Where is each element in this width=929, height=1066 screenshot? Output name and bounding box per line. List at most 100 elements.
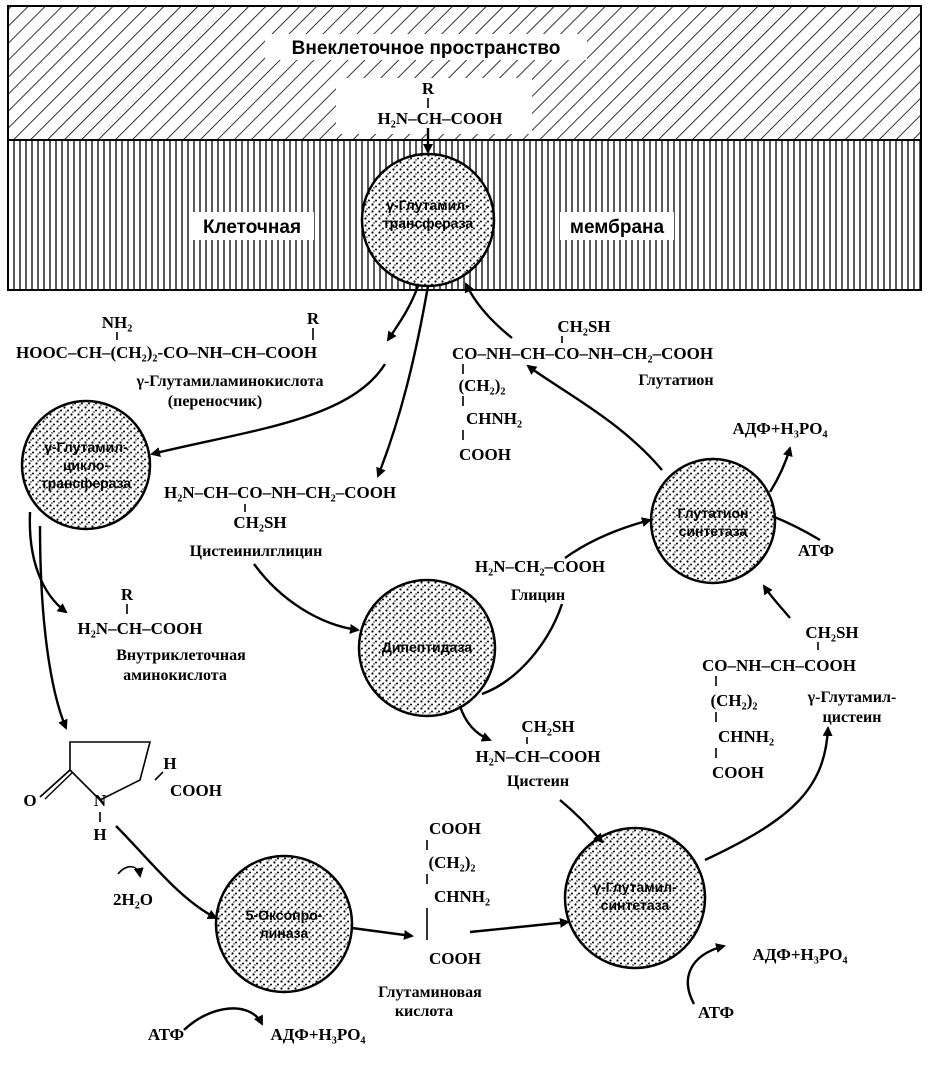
reaction-arrows [28,128,833,1031]
compound-5-oxoproline: O N H H COOH [23,741,222,844]
gsh-chain1: (CH₂)₂ [458,376,505,395]
atp-1: АТФ [798,541,834,560]
compound-cysteine: CH₂SH H₂N–CH–COOH Цистеин [475,717,600,790]
arrow-gsh-synthetase-to-glutathione [526,364,663,471]
atp-3: АТФ [148,1025,184,1044]
cysgly-formula: H₂N–CH–CO–NH–CH₂–COOH [164,483,396,502]
outside-aa-formula: H₂N–CH–COOH [377,109,502,128]
arrow-gg-aa-to-cyclotransferase [150,363,387,457]
enzyme-label-line: Глутатион [677,505,748,521]
ggcys-side: CH₂SH [805,623,858,642]
gsh-name: Глутатион [638,372,713,389]
ggcys-chain3: COOH [712,763,764,782]
adp-3: АДФ+H₃PO₄ [270,1025,365,1044]
oxo-cooh: COOH [170,781,222,800]
oxo-n: N [94,791,107,810]
gg-aa-name-2: (переносчик) [168,393,262,410]
ggcys-name: γ-Глутамил- [807,689,897,706]
enzyme-gamma-glutamyl-cyclotransferase: γ-Глутамил- цикло- трансфераза [20,399,152,531]
arrow-glycine-to-gsh-synthetase [564,517,652,559]
glycine-name: Глицин [511,587,565,604]
compound-intracellular-amino-acid: R H₂N–CH–COOH Внутриклеточная аминокисло… [77,585,246,684]
r-group: R [307,309,320,328]
ggcys-chain2: CHNH₂ [718,727,774,746]
water: 2H₂O [113,890,153,909]
oxo-h-bottom: H [93,825,106,844]
cysteine-side: CH₂SH [521,717,574,736]
enzyme-label-line: γ-Глутамил- [593,879,677,895]
enzyme-label-line: цикло- [63,457,110,473]
arrow-gsh-synthetase-adp [768,446,793,493]
intra-aa-name-2: аминокислота [123,667,227,684]
glu-line3: CHNH₂ [434,887,490,906]
arrow-atp-adp-oxoprolinase [183,1007,264,1031]
enzyme-glutathione-synthetase: Глутатион синтетаза [649,457,777,585]
cysteine-name: Цистеин [507,773,569,790]
arrow-cysgly-to-dipeptidase [253,563,360,634]
glu-name: Глутаминовая [378,984,482,1001]
arrow-glutathione-to-transferase [464,282,513,339]
extracellular-label: Внеклеточное пространство [292,38,561,59]
membrane-label-right: мембрана [570,217,665,238]
cysteine-formula: H₂N–CH–COOH [475,747,600,766]
ggcys-chain1: (CH₂)₂ [710,691,757,710]
arrow-oxoproline-to-oxoprolinase [115,825,218,920]
compound-glutamic-acid: COOH (CH₂)₂ CHNH₂ COOH Глутаминовая кисл… [378,819,490,1020]
arrow-atp-adp-ggcys [686,943,726,1005]
compound-cysteinylglycine: H₂N–CH–CO–NH–CH₂–COOH CH₂SH Цистеинилгли… [164,483,396,560]
nh2-group: NH₂ [102,313,133,332]
adp-1: АДФ+H₃PO₄ [732,419,827,438]
enzyme-gamma-glutamylcysteine-synthetase: γ-Глутамил- синтетаза [563,826,707,970]
cysgly-side: CH₂SH [233,513,286,532]
arrow-cyclotransferase-to-oxoproline [38,525,68,730]
intra-aa-formula: H₂N–CH–COOH [77,619,202,638]
atp-2: АТФ [698,1003,734,1022]
cysgly-name: Цистеинилглицин [190,543,323,560]
enzyme-label-line: трансфераза [383,215,474,231]
gg-aa-formula: HOOC–CH–(CH₂)₂-CO–NH–CH–COOH [16,343,317,362]
arrow-transferase-to-gg-aa [386,285,420,342]
arrow-ggcys-synthetase-to-ggcys [704,726,833,862]
enzyme-gamma-glutamyl-transferase: γ-Глутамил- трансфераза [360,152,496,288]
enzyme-label-line: синтетаза [679,523,748,539]
enzyme-dipeptidase: Дипептидаза [357,578,497,718]
membrane-label-left: Клеточная [203,217,301,238]
compound-glycine: H₂N–CH₂–COOH Глицин [475,557,605,604]
glu-name-2: кислота [395,1003,453,1020]
enzyme-label-line: γ-Глутамил- [44,439,128,455]
enzyme-label-line: трансфераза [41,475,132,491]
glu-line2: (CH₂)₂ [428,853,475,872]
cofactors: АДФ+H₃PO₄ АТФ АДФ+H₃PO₄ АТФ АТФ АДФ+H₃PO… [113,419,848,1044]
arrow-cysteine-to-ggcys-synthetase [559,799,604,844]
enzyme-label-line: Дипептидаза [382,639,472,655]
outside-aa-r: R [422,79,435,98]
gsh-chain2: CHNH₂ [466,409,522,428]
extracellular-space: Внеклеточное пространство R H₂N–CH–COOH [7,5,922,141]
arrow-cyclotransferase-to-aa [28,511,68,614]
arrow-dipeptidase-to-cysteine [458,705,492,742]
ggcys-name-2: цистеин [823,709,882,726]
compound-gamma-glutamylcysteine: CH₂SH CO–NH–CH–COOH (CH₂)₂ CHNH₂ COOH γ-… [702,623,896,782]
enzyme-label-line: γ-Глутамил- [386,197,470,213]
arrow-atp-to-gsh-synthetase [771,514,821,542]
enzyme-label-line: синтетаза [601,897,670,913]
glu-line1: COOH [429,819,481,838]
enzyme-label-line: 5-Оксопро- [246,907,323,923]
arrow-glutamate-to-ggcys-synthetase [469,917,570,934]
arrow-water [117,865,144,878]
gsh-side: CH₂SH [557,317,610,336]
gsh-formula: CO–NH–CH–CO–NH–CH₂–COOH [452,344,713,363]
ggcys-formula: CO–NH–CH–COOH [702,656,856,675]
glycine-formula: H₂N–CH₂–COOH [475,557,605,576]
intra-aa-name: Внутриклеточная [116,647,246,664]
oxo-o: O [23,791,36,810]
arrow-oxoprolinase-to-glutamate [351,926,414,940]
enzyme-label-line: линаза [260,925,309,941]
arrow-ggcys-to-gsh-synthetase [762,584,791,619]
adp-2: АДФ+H₃PO₄ [752,945,847,964]
gsh-chain3: COOH [459,445,511,464]
compound-gamma-glutamyl-amino-acid: NH₂ R HOOC–CH–(CH₂)₂-CO–NH–CH–COOH γ-Глу… [16,309,324,410]
oxo-h-right: H [163,754,176,773]
compound-glutathione: CH₂SH CO–NH–CH–CO–NH–CH₂–COOH (CH₂)₂ CHN… [452,317,714,464]
